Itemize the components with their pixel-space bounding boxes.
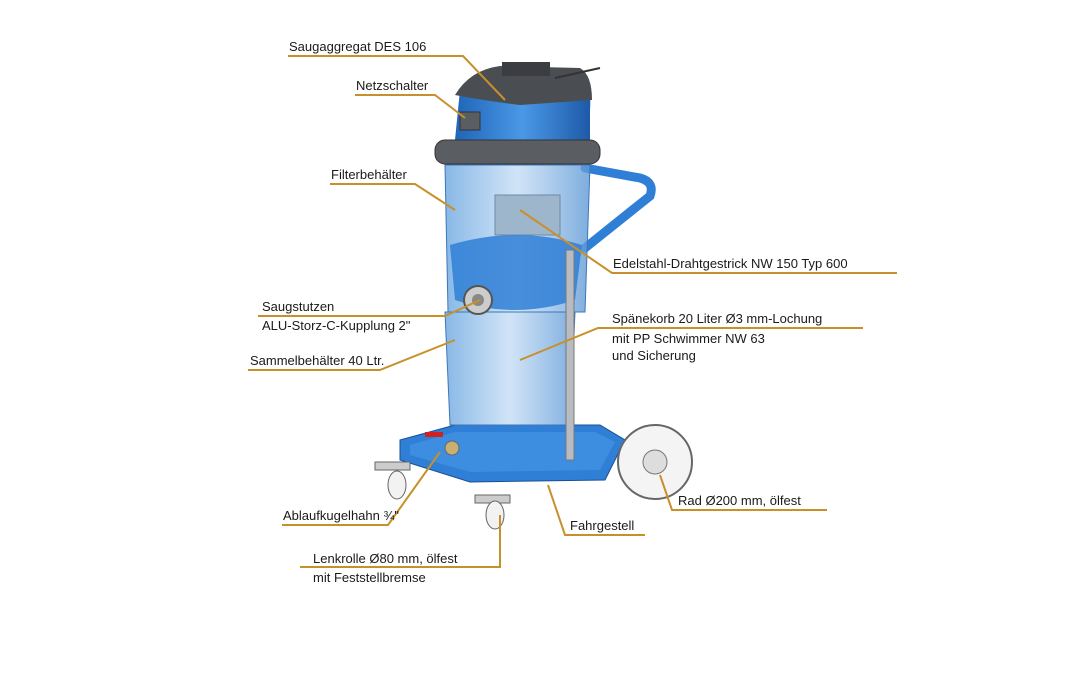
label-rad: Rad Ø200 mm, ölfest [678, 493, 801, 508]
label-netzschalter: Netzschalter [356, 78, 429, 93]
caster-front [474, 494, 511, 530]
drain-valve-handle [425, 432, 443, 437]
label-sammelbehaelter: Sammelbehälter 40 Ltr. [250, 353, 385, 368]
label-fahrgestell: Fahrgestell [570, 518, 635, 533]
label-lenkrolle: Lenkrolle Ø80 mm, ölfest [313, 551, 458, 566]
label-filterbehaelter: Filterbehälter [331, 167, 407, 182]
label-spaenekorb: Spänekorb 20 Liter Ø3 mm-Lochung [612, 311, 823, 326]
leader-lines [248, 55, 897, 568]
label-lenkrolle-line2: mit Feststellbremse [313, 570, 426, 585]
collector-container [444, 311, 576, 426]
label-spaenekorb-line3: und Sicherung [612, 348, 696, 363]
label-drahtgestrick: Edelstahl-Drahtgestrick NW 150 Typ 600 [613, 256, 848, 271]
label-saugstutzen: Saugstutzen [262, 299, 335, 314]
caster-left [374, 461, 411, 500]
label-ablaufkugelhahn: Ablaufkugelhahn ¾" [283, 508, 399, 523]
label-saugaggregat: Saugaggregat DES 106 [289, 39, 427, 54]
label-kupplung: ALU-Storz-C-Kupplung 2" [262, 318, 411, 333]
push-handle [580, 163, 656, 253]
label-spaenekorb-line2: mit PP Schwimmer NW 63 [612, 331, 765, 346]
